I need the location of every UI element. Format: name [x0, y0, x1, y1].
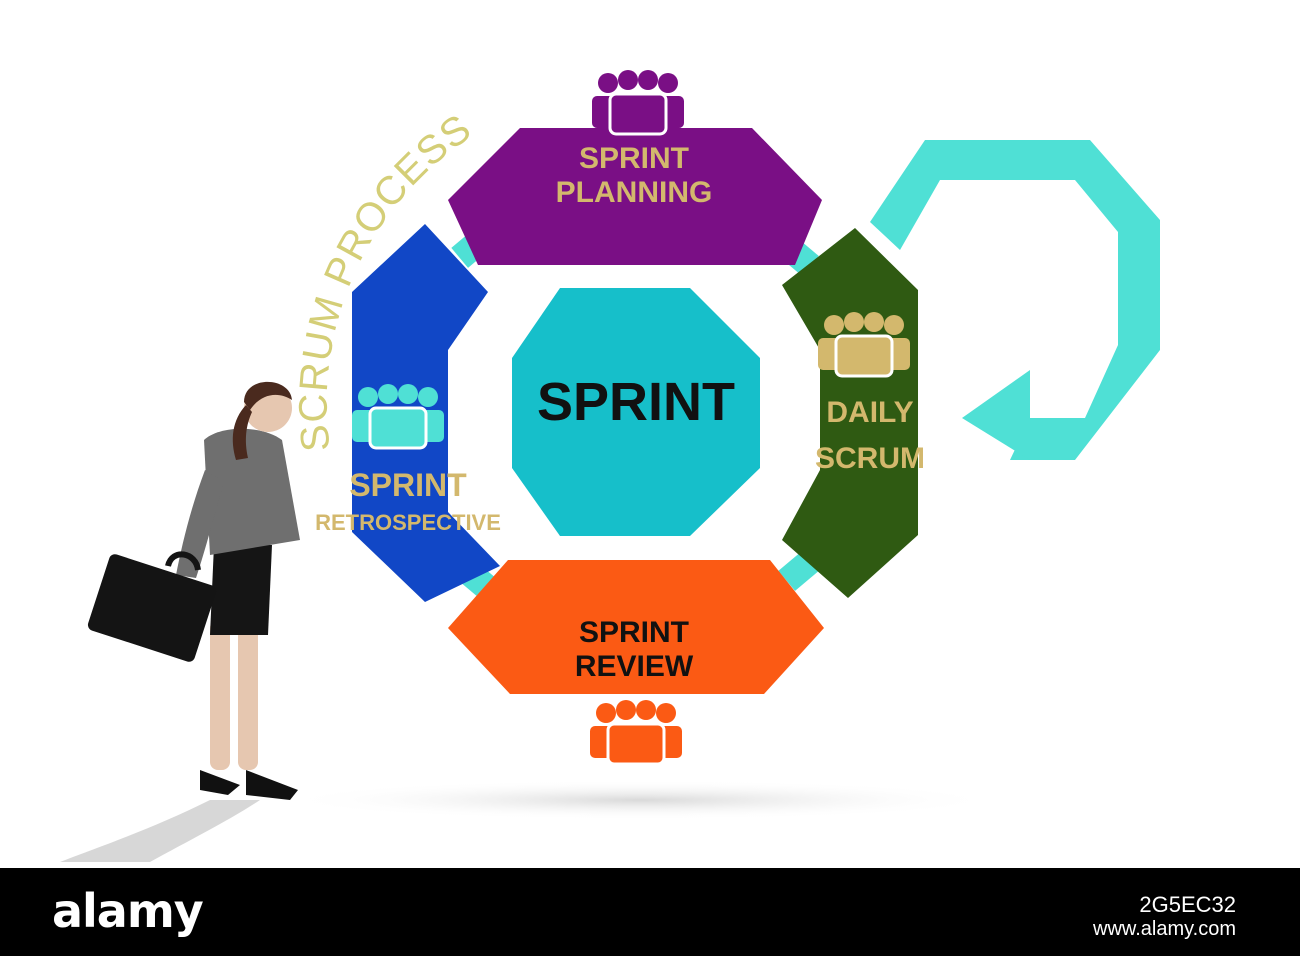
floor-shadow [280, 780, 1000, 820]
center-label: SPRINT [537, 372, 735, 432]
review-label-line1: SPRINT [579, 616, 689, 649]
site-url-text: www.alamy.com [1093, 918, 1236, 940]
team-icon-review [588, 698, 684, 766]
review-shape [448, 560, 824, 694]
daily-label-line1: DAILY [826, 396, 913, 429]
brand-logo: alamy [52, 884, 204, 938]
planning-label-line1: SPRINT [579, 142, 689, 175]
daily-label-line2: SCRUM [815, 442, 925, 475]
center-octagon [512, 288, 760, 536]
daily-shape [782, 228, 918, 598]
planning-shape [448, 128, 822, 265]
scrum-diagram-scene: SCRUM PROCESS SPRINT SPRINT PLANNING DAI… [60, 68, 1160, 862]
review-label-line2: REVIEW [575, 650, 694, 683]
loop-arrow [870, 140, 1160, 460]
watermark-bar: alamy 2G5EC32 www.alamy.com [0, 868, 1300, 956]
image-id-text: 2G5EC32 [1139, 892, 1236, 917]
retro-label-line2: RETROSPECTIVE [315, 510, 501, 535]
businesswoman-figure [60, 381, 300, 862]
planning-label-line2: PLANNING [556, 176, 713, 209]
retro-label-line1: SPRINT [349, 467, 467, 503]
team-icon-planning [590, 68, 686, 136]
